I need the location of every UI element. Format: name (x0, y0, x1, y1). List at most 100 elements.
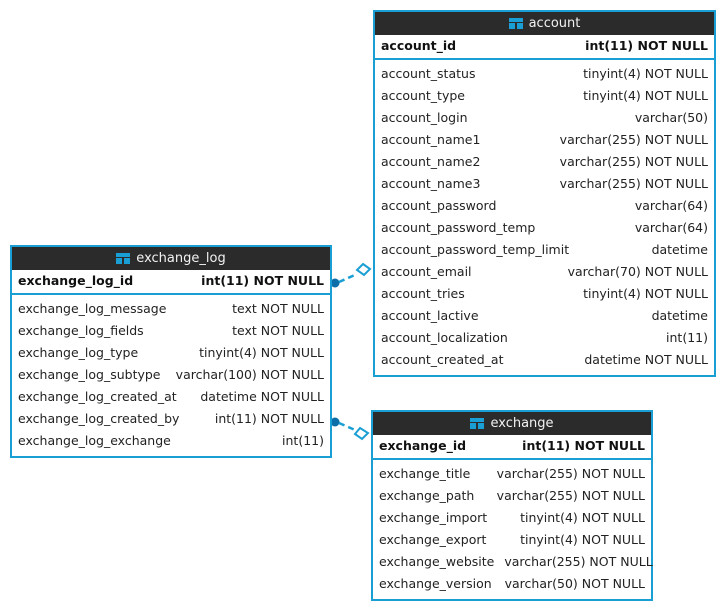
field-row[interactable]: exchange_log_type tinyint(4) NOT NULL (12, 342, 330, 364)
field-row[interactable]: account_name3 varchar(255) NOT NULL (375, 173, 714, 195)
relation-diamond-endpoint (355, 262, 372, 277)
relation-exchange-log-to-account[interactable] (330, 262, 372, 288)
field-name: exchange_website (379, 553, 495, 569)
field-name: account_name3 (381, 175, 481, 191)
field-row[interactable]: exchange_log_subtype varchar(100) NOT NUL… (12, 364, 330, 386)
field-type: varchar(64) (634, 197, 708, 213)
field-name: account_password_temp_limit (381, 241, 570, 257)
primary-key-row[interactable]: account_id int(11) NOT NULL (375, 35, 714, 60)
field-row[interactable]: account_password varchar(64) (375, 195, 714, 217)
entity-title: exchange_log (136, 251, 226, 266)
field-type: tinyint(4) NOT NULL (583, 285, 708, 301)
field-name: exchange_version (379, 575, 492, 591)
field-type: varchar(100) NOT NULL (175, 366, 324, 382)
field-type: varchar(255) NOT NULL (559, 153, 708, 169)
field-row[interactable]: exchange_log_message text NOT NULL (12, 298, 330, 320)
field-name: account_login (381, 109, 468, 125)
field-name: account_name1 (381, 131, 481, 147)
field-name: account_tries (381, 285, 465, 301)
field-name: account_created_at (381, 351, 504, 367)
field-type: datetime NOT NULL (200, 388, 324, 404)
entity-title: exchange (490, 416, 554, 431)
field-type: tinyint(4) NOT NULL (583, 87, 708, 103)
field-type: tinyint(4) NOT NULL (583, 65, 708, 81)
field-list: account_status tinyint(4) NOT NULL accoun… (375, 60, 714, 375)
entity-header-exchange[interactable]: exchange (373, 412, 651, 435)
table-icon (470, 418, 485, 429)
field-name: exchange_path (379, 487, 475, 503)
field-name: account_lactive (381, 307, 479, 323)
field-row[interactable]: exchange_website varchar(255) NOT NULL (373, 551, 653, 573)
table-icon (116, 253, 131, 264)
relation-exchange-log-to-exchange[interactable] (330, 417, 370, 441)
field-type: tinyint(4) NOT NULL (520, 509, 645, 525)
field-row[interactable]: exchange_version varchar(50) NOT NULL (373, 573, 651, 595)
field-type: datetime (651, 307, 708, 323)
primary-key-row[interactable]: exchange_id int(11) NOT NULL (373, 435, 651, 460)
field-type: tinyint(4) NOT NULL (199, 344, 324, 360)
relation-line (338, 421, 356, 432)
field-name: exchange_log_type (18, 344, 139, 360)
field-name: account_password_temp (381, 219, 536, 235)
field-name: exchange_title (379, 465, 471, 481)
field-type: varchar(255) NOT NULL (504, 553, 653, 569)
field-row[interactable]: account_email varchar(70) NOT NULL (375, 261, 714, 283)
field-row[interactable]: account_tries tinyint(4) NOT NULL (375, 283, 714, 305)
field-type: varchar(255) NOT NULL (559, 175, 708, 191)
field-row[interactable]: account_lactive datetime (375, 305, 714, 327)
field-row[interactable]: exchange_log_exchange int(11) (12, 430, 330, 452)
entity-table-account[interactable]: account account_id int(11) NOT NULL acco… (373, 10, 716, 377)
field-row[interactable]: exchange_title varchar(255) NOT NULL (373, 463, 651, 485)
field-name: exchange_log_exchange (18, 432, 171, 448)
field-list: exchange_title varchar(255) NOT NULL exch… (373, 460, 653, 599)
field-row[interactable]: exchange_export tinyint(4) NOT NULL (373, 529, 651, 551)
field-type: varchar(255) NOT NULL (496, 465, 645, 481)
field-type: varchar(255) NOT NULL (496, 487, 645, 503)
field-type: varchar(70) NOT NULL (567, 263, 708, 279)
field-type: text NOT NULL (232, 322, 324, 338)
pk-field-type: int(11) NOT NULL (201, 273, 324, 289)
entity-table-exchange-log[interactable]: exchange_log exchange_log_id int(11) NOT… (10, 245, 332, 458)
field-name: account_password (381, 197, 497, 213)
entity-header-account[interactable]: account (375, 12, 714, 35)
pk-field-name: account_id (381, 38, 457, 54)
field-type: varchar(50) NOT NULL (504, 575, 645, 591)
field-name: exchange_log_created_by (18, 410, 180, 426)
field-name: account_type (381, 87, 465, 103)
field-row[interactable]: account_password_temp_limit datetime (375, 239, 714, 261)
entity-header-exchange-log[interactable]: exchange_log (12, 247, 330, 270)
field-row[interactable]: account_name1 varchar(255) NOT NULL (375, 129, 714, 151)
field-name: exchange_log_message (18, 300, 167, 316)
field-name: account_email (381, 263, 472, 279)
field-name: exchange_export (379, 531, 487, 547)
field-row[interactable]: account_type tinyint(4) NOT NULL (375, 85, 714, 107)
field-type: datetime (651, 241, 708, 257)
pk-field-type: int(11) NOT NULL (585, 38, 708, 54)
relation-diamond-endpoint (353, 426, 370, 441)
relation-line (338, 272, 358, 284)
pk-field-type: int(11) NOT NULL (522, 438, 645, 454)
field-row[interactable]: account_status tinyint(4) NOT NULL (375, 63, 714, 85)
field-row[interactable]: exchange_log_fields text NOT NULL (12, 320, 330, 342)
field-name: exchange_log_fields (18, 322, 144, 338)
field-name: account_status (381, 65, 476, 81)
field-row[interactable]: exchange_path varchar(255) NOT NULL (373, 485, 651, 507)
pk-field-name: exchange_log_id (18, 273, 134, 289)
entity-table-exchange[interactable]: exchange exchange_id int(11) NOT NULL ex… (371, 410, 653, 601)
field-name: exchange_import (379, 509, 488, 525)
field-row[interactable]: exchange_import tinyint(4) NOT NULL (373, 507, 651, 529)
field-name: exchange_log_subtype (18, 366, 161, 382)
primary-key-row[interactable]: exchange_log_id int(11) NOT NULL (12, 270, 330, 295)
field-type: text NOT NULL (232, 300, 324, 316)
field-type: int(11) (282, 432, 324, 448)
field-type: varchar(255) NOT NULL (559, 131, 708, 147)
field-type: tinyint(4) NOT NULL (520, 531, 645, 547)
